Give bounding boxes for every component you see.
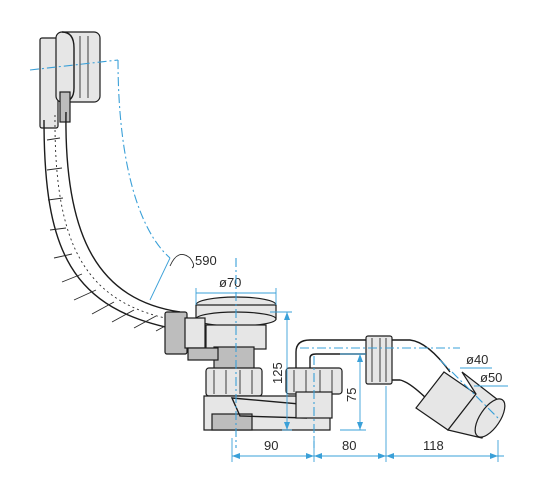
hose-center-line (117, 59, 171, 259)
outlet-outer-label: ø50 (480, 370, 502, 385)
width-2-label: 80 (342, 438, 356, 453)
outlet-inner-label: ø40 (466, 352, 488, 367)
elbow-axis (439, 359, 501, 421)
overflow-axis (29, 59, 119, 71)
hose-radius-label: 590 (195, 253, 217, 268)
flexible-hose (43, 111, 181, 332)
height-total-label: 125 (270, 362, 285, 384)
hose-connector (164, 311, 219, 361)
width-1-label: 90 (264, 438, 278, 453)
width-3-label: 118 (423, 438, 444, 453)
radius-symbol (169, 253, 195, 269)
overflow-head (39, 31, 101, 129)
hose-radius-leader (149, 257, 171, 301)
height-trap-label: 75 (344, 388, 359, 402)
waste-diameter-label: ø70 (219, 275, 241, 290)
